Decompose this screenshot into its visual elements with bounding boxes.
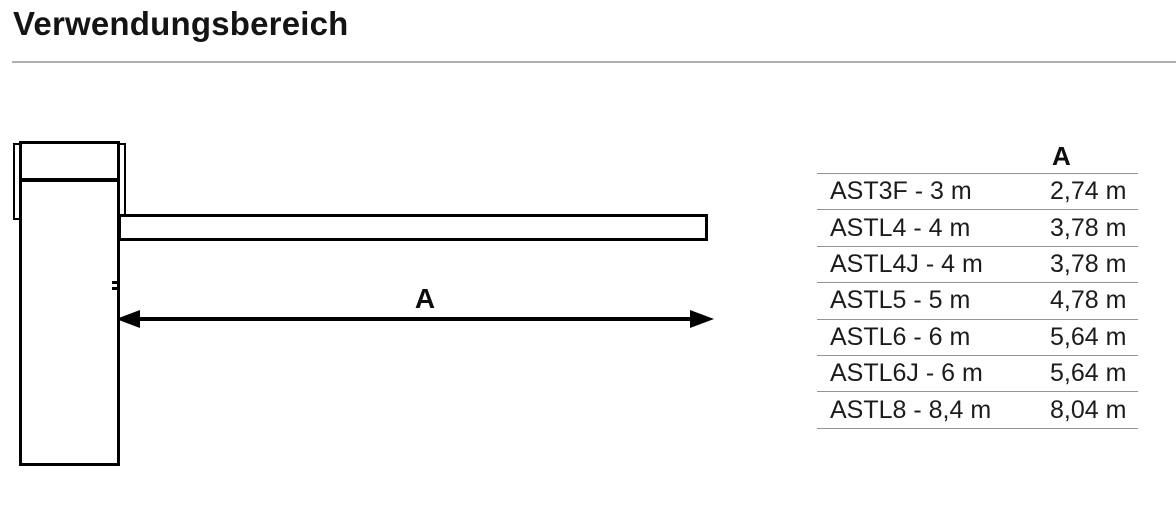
- title-divider: [12, 61, 1176, 63]
- value-cell: 3,78 m: [1050, 213, 1127, 242]
- model-cell: ASTL4J - 4 m: [830, 249, 983, 278]
- dimension-arrow-line: [124, 317, 702, 321]
- value-cell: 3,78 m: [1050, 249, 1127, 278]
- barrier-boom-arm: [118, 214, 708, 241]
- barrier-head-divider-line: [19, 178, 120, 182]
- table-header-row: A: [817, 140, 1138, 174]
- value-cell: 5,64 m: [1050, 322, 1127, 351]
- table-row: ASTL4 - 4 m 3,78 m: [817, 210, 1138, 247]
- model-cell: ASTL6J - 6 m: [830, 359, 983, 388]
- barrier-gate-diagram: A: [13, 141, 714, 466]
- barrier-post-body: [19, 141, 120, 466]
- model-cell: ASTL6 - 6 m: [830, 322, 971, 351]
- barrier-pivot-mark: [112, 281, 117, 293]
- dimension-arrowhead-right: [690, 310, 714, 328]
- table-row: ASTL8 - 8,4 m 8,04 m: [817, 392, 1138, 429]
- table-row: ASTL6J - 6 m 5,64 m: [817, 356, 1138, 393]
- table-row: AST3F - 3 m 2,74 m: [817, 174, 1138, 211]
- model-cell: AST3F - 3 m: [830, 177, 972, 206]
- value-cell: 2,74 m: [1050, 177, 1127, 206]
- value-cell: 8,04 m: [1050, 395, 1127, 424]
- value-cell: 5,64 m: [1050, 359, 1127, 388]
- value-cell: 4,78 m: [1050, 286, 1127, 315]
- dimension-label-a: A: [414, 283, 436, 314]
- table-row: ASTL4J - 4 m 3,78 m: [817, 247, 1138, 284]
- page-title: Verwendungsbereich: [13, 5, 349, 42]
- model-cell: ASTL8 - 8,4 m: [830, 395, 992, 424]
- table-row: ASTL6 - 6 m 5,64 m: [817, 320, 1138, 356]
- model-cell: ASTL4 - 4 m: [830, 213, 971, 242]
- model-cell: ASTL5 - 5 m: [830, 286, 971, 315]
- dimension-arrowhead-left: [116, 310, 140, 328]
- model-dimension-table: A AST3F - 3 m 2,74 m ASTL4 - 4 m 3,78 m …: [817, 140, 1138, 429]
- table-row: ASTL5 - 5 m 4,78 m: [817, 283, 1138, 320]
- table-header-a: A: [1052, 141, 1071, 171]
